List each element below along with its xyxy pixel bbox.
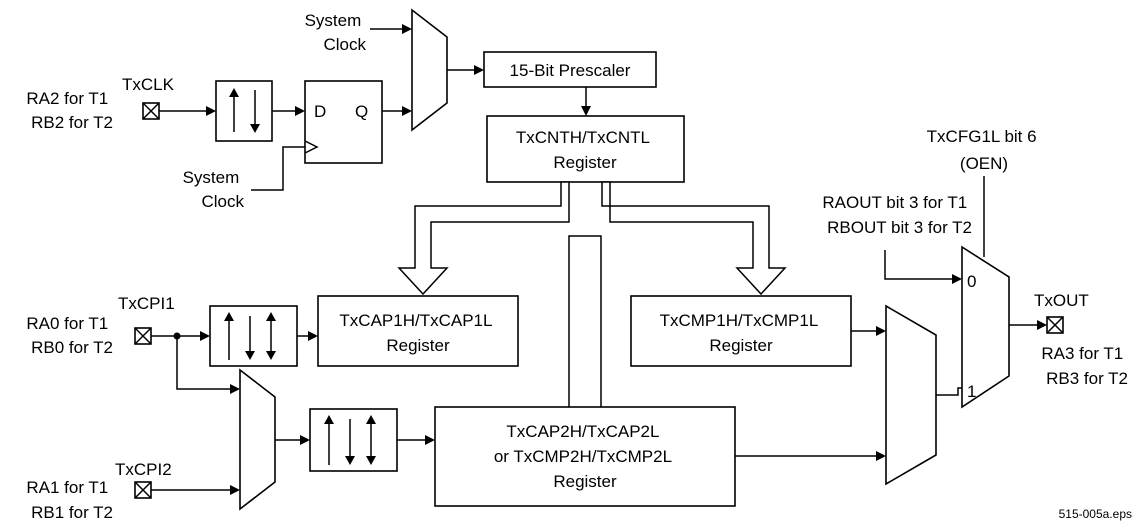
bus-to-cmp1 (601, 181, 787, 296)
cap1-register-label: TxCAP1H/TxCAP1L Register (339, 311, 496, 355)
txout-pin (1046, 316, 1064, 334)
counter-register-label: TxCNTH/TxCNTL Register (516, 128, 654, 172)
cap2-cmp2-register-label: TxCAP2H/TxCAP2L or TxCMP2H/TxCMP2L Regis… (494, 422, 676, 491)
prescaler-block: 15-Bit Prescaler (483, 51, 657, 88)
ra1-rb1-label: RA1 for T1 RB1 for T2 (26, 478, 113, 522)
capture-input-mux (239, 368, 276, 511)
ra0-rb0-label: RA0 for T1 RB0 for T2 (26, 314, 113, 357)
edge-select-block-1 (215, 80, 273, 142)
txcfg1l-oen-label: TxCFG1L bit 6 (OEN) (927, 127, 1042, 173)
txcpi2-pin-label: TxCPI2 (115, 460, 172, 479)
system-clock-bottom-label: System Clock (183, 168, 245, 211)
ff-q-label: Q (355, 102, 368, 121)
ra2-rb2-label: RA2 for T1 RB2 for T2 (26, 89, 113, 132)
edge-select-block-2 (209, 305, 298, 367)
mux-input-0-label: 0 (967, 272, 976, 291)
bus-to-cap1 (397, 181, 570, 296)
d-flip-flop: D Q (304, 80, 383, 164)
cap2-cmp2-register: TxCAP2H/TxCAP2L or TxCMP2H/TxCMP2L Regis… (434, 406, 736, 507)
prescaler-label: 15-Bit Prescaler (510, 61, 631, 80)
counter-register: TxCNTH/TxCNTL Register (486, 115, 685, 183)
output-select-mux (961, 245, 1010, 409)
system-clock-top-label: System Clock (305, 11, 367, 54)
edge-select-block-3 (309, 408, 398, 472)
cmp1-register: TxCMP1H/TxCMP1L Register (630, 295, 852, 367)
ff-d-label: D (314, 102, 326, 121)
clock-select-mux (411, 8, 448, 132)
txout-pin-label: TxOUT (1034, 291, 1089, 310)
ra3-rb3-label: RA3 for T1 RB3 for T2 (1041, 344, 1128, 388)
mux-input-1-label: 1 (967, 382, 976, 401)
txcpi2-pin (134, 481, 152, 499)
txcpi1-pin (134, 327, 152, 345)
txclk-pin (142, 102, 160, 120)
figure-file-name: 515-005a.eps (1059, 507, 1132, 521)
txclk-pin-label: TxCLK (122, 75, 175, 94)
raout-rbout-label: RAOUT bit 3 for T1 RBOUT bit 3 for T2 (822, 193, 972, 237)
cap1-register: TxCAP1H/TxCAP1L Register (317, 295, 519, 367)
txcpi1-pin-label: TxCPI1 (118, 294, 175, 313)
compare-combine-mux (885, 304, 937, 486)
cmp1-register-label: TxCMP1H/TxCMP1L Register (660, 311, 823, 355)
